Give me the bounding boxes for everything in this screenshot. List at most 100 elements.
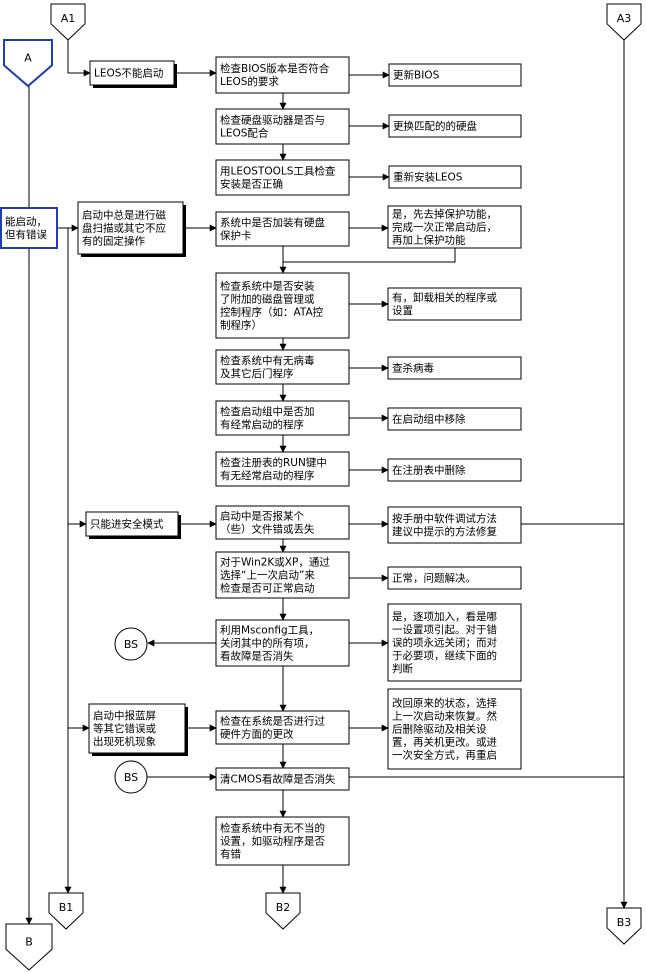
connector-label: A bbox=[24, 52, 32, 65]
connector-label: B1 bbox=[59, 901, 74, 914]
box-text-line: 选择“上一次启动”来 bbox=[220, 569, 315, 582]
box-kill-virus: 查杀病毒 bbox=[387, 356, 522, 380]
box-text-line: LEOS的要求 bbox=[220, 75, 279, 88]
box-text-line: 能启动， bbox=[5, 215, 47, 228]
box-text-line: 硬件方面的更改 bbox=[220, 728, 294, 741]
box-text-line: 设置，如驱动程序是否 bbox=[220, 835, 325, 848]
box-text-line: 检查系统中是否安装 bbox=[220, 280, 315, 293]
box-text-line: 启动中是否报某个 bbox=[220, 510, 304, 523]
box-text-line: 误的项永远关闭；而对 bbox=[392, 636, 497, 649]
box-text-line: 正常，问题解决。 bbox=[392, 572, 476, 585]
box-text-line: 于必要项，继续下面的 bbox=[392, 649, 497, 662]
box-clear-cmos: 清CMOS看故障是否消失 bbox=[215, 767, 350, 791]
connector-bs-2: BS bbox=[114, 760, 148, 794]
connector-b: B bbox=[5, 923, 53, 971]
box-text-line: 按手册中软件调试方法 bbox=[392, 512, 497, 525]
box-text-line: 了附加的磁盘管理或 bbox=[220, 293, 315, 306]
connector-label: B3 bbox=[617, 916, 632, 929]
box-text-line: 利用Msconfig工具， bbox=[220, 625, 319, 637]
box-text-line: 启动中总是进行磁 bbox=[82, 209, 166, 222]
box-text-line: LEOS配合 bbox=[220, 127, 269, 140]
box-text-line: 盘扫描或其它不应 bbox=[82, 222, 166, 235]
box-text-line: 更新BIOS bbox=[393, 69, 440, 82]
box-text-line: 保护卡 bbox=[220, 229, 252, 242]
box-text-line: 判断 bbox=[392, 662, 413, 675]
box-remove-registry: 在注册表中删除 bbox=[387, 458, 522, 482]
box-text-line: 有，卸载相关的程序或 bbox=[392, 291, 497, 304]
connector-b2: B2 bbox=[265, 892, 301, 930]
connector-lines bbox=[25, 40, 628, 925]
box-text-line: 制程序） bbox=[220, 319, 262, 332]
box-text-line: 有经常启动的程序 bbox=[220, 418, 304, 431]
box-check-missing-files: 启动中是否报某个（些）文件错或丢失 bbox=[215, 505, 350, 540]
box-text-line: 置，再关机更改。或进 bbox=[392, 736, 497, 749]
box-text-line: 清CMOS看故障是否消失 bbox=[220, 773, 336, 786]
box-text-line: 完成一次正常启动后， bbox=[392, 221, 497, 234]
box-safe-mode-only: 只能进安全模式 bbox=[85, 511, 181, 539]
box-text-line: 检查注册表的RUN键中 bbox=[220, 456, 327, 469]
box-text-line: 关闭其中的所有项， bbox=[220, 637, 315, 650]
connector-b1: B1 bbox=[48, 892, 84, 930]
box-text-line: 一次安全方式，再重启 bbox=[392, 749, 497, 762]
box-text-line: LEOS不能启动 bbox=[94, 67, 163, 80]
box-text-line: 等其它错误或 bbox=[93, 722, 156, 735]
box-text-line: 检查在系统是否进行过 bbox=[220, 715, 325, 728]
box-text-line: 是，逐项加入，看是哪 bbox=[392, 610, 497, 623]
box-text-line: 有无经常启动的程序 bbox=[220, 469, 315, 482]
box-text-line: 看故障是否消失 bbox=[220, 650, 294, 663]
box-text-line: 是，先去掉保护功能， bbox=[392, 208, 497, 221]
connector-b3: B3 bbox=[606, 907, 642, 945]
box-text-line: 后删除驱动及相关设 bbox=[392, 723, 487, 736]
box-text-line: 检查启动组中是否加 bbox=[220, 405, 315, 418]
box-text-line: 用LEOSTOOLS工具检查 bbox=[220, 165, 336, 178]
box-text-line: 一设置项引起。对于错 bbox=[392, 623, 497, 636]
box-msconfig-yes: 是，逐项加入，看是哪一设置项引起。对于错误的项永远关闭；而对于必要项，继续下面的… bbox=[387, 603, 522, 682]
box-text-line: 改回原来的状态，选择 bbox=[392, 697, 497, 710]
box-text-line: 检查BIOS版本是否符合 bbox=[220, 62, 330, 75]
box-text-line: 重新安装LEOS bbox=[393, 171, 463, 184]
box-text-line: 但有错误 bbox=[5, 228, 47, 241]
box-text-line: 再加上保护功能 bbox=[392, 234, 466, 247]
box-text-line: 启动中报蓝屏 bbox=[93, 709, 156, 722]
connector-a1: A1 bbox=[50, 3, 86, 41]
connector-bs-1: BS bbox=[114, 627, 148, 661]
box-text-line: 上一次启动来恢复。然 bbox=[392, 710, 497, 723]
box-text-line: 检查硬盘驱动器是否与 bbox=[220, 114, 325, 127]
box-text-line: 设置 bbox=[392, 305, 413, 317]
connector-label: BS bbox=[124, 771, 138, 784]
connector-label: B2 bbox=[276, 901, 291, 914]
connector-label: A1 bbox=[61, 12, 76, 25]
box-protect-card-fix: 是，先去掉保护功能，完成一次正常启动后，再加上保护功能 bbox=[387, 205, 522, 249]
box-text-line: （些）文件错或丢失 bbox=[220, 523, 315, 536]
box-text-line: 控制程序（如：ATA控 bbox=[220, 306, 324, 319]
box-text-line: 安装是否正确 bbox=[220, 178, 283, 191]
flow-line bbox=[283, 248, 456, 263]
box-text-line: 出现死机现象 bbox=[93, 735, 156, 748]
box-text-line: 查杀病毒 bbox=[392, 362, 434, 375]
box-entry-bootable: 能启动，但有错误 bbox=[0, 207, 58, 249]
box-text-line: 在启动组中移除 bbox=[392, 413, 466, 426]
connector-label: BS bbox=[124, 638, 138, 651]
box-entry-no-boot: LEOS不能启动 bbox=[89, 60, 177, 88]
box-text-line: 检查系统中有无病毒 bbox=[220, 354, 315, 367]
box-remove-startup: 在启动组中移除 bbox=[387, 407, 522, 431]
box-normal-solved: 正常，问题解决。 bbox=[387, 566, 522, 590]
box-text-line: 只能进安全模式 bbox=[90, 518, 164, 531]
box-text-line: 在注册表中删除 bbox=[392, 464, 466, 477]
box-update-bios: 更新BIOS bbox=[388, 63, 522, 87]
box-text-line: 有错 bbox=[220, 848, 241, 861]
box-text-line: 有的固定操作 bbox=[82, 235, 145, 248]
